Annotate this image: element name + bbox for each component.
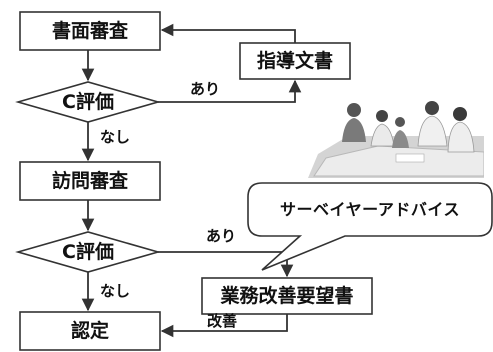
c-eval-1-label: C評価 — [62, 90, 114, 113]
certification-box — [19, 311, 161, 351]
document-review-label: 書面審査 — [51, 19, 128, 42]
person-figure-2 — [370, 110, 395, 147]
person-figure-3 — [417, 101, 448, 147]
arrow-guidance-to-document — [160, 23, 296, 43]
arrow-eval1-to-guidance — [158, 79, 302, 103]
person-figure-5 — [392, 117, 409, 148]
callout-bubble — [247, 182, 493, 271]
certification-label: 認定 — [70, 319, 109, 342]
arrow-improvement-to-certification — [160, 314, 288, 338]
edge-label-no-2: なし — [100, 282, 131, 300]
callout-text: サーベイヤーアドバイス — [280, 199, 460, 219]
guidance-document-box — [239, 42, 351, 80]
onsite-review-box — [19, 161, 161, 201]
person-figure-1 — [342, 103, 366, 142]
improvement-request-box — [201, 277, 373, 315]
edge-label-improved: 改善 — [207, 312, 238, 330]
onsite-review-label: 訪問審査 — [51, 169, 128, 192]
edge-label-yes-1: あり — [190, 80, 221, 98]
document-review-box — [19, 11, 161, 51]
improvement-request-label: 業務改善要望書 — [220, 284, 354, 307]
papers-on-table — [395, 153, 425, 163]
edge-label-yes-2: あり — [206, 227, 237, 245]
guidance-document-label: 指導文書 — [256, 49, 333, 72]
c-eval-2-label: C評価 — [62, 240, 114, 263]
edge-label-no-1: なし — [100, 128, 131, 146]
meeting-photo — [308, 101, 484, 178]
person-figure-4 — [447, 107, 475, 153]
